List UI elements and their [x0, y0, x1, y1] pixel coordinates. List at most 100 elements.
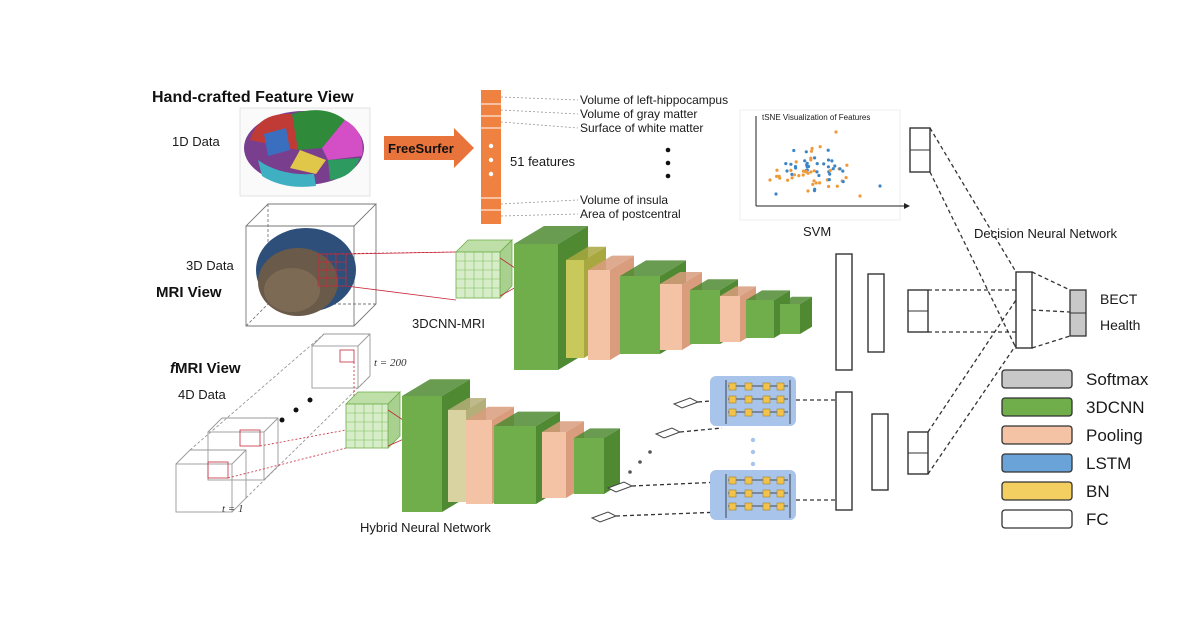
tsne-point [785, 169, 789, 173]
handcrafted-section: Hand-crafted Feature View 1D Data FreeSu… [152, 89, 728, 224]
tsne-point [834, 130, 838, 134]
tsne-point [810, 146, 814, 151]
svm-label: SVM [803, 224, 831, 239]
tsne-point [792, 148, 796, 153]
tsne-point [809, 156, 813, 160]
tsne-point [845, 163, 849, 167]
legend-label: LSTM [1086, 454, 1131, 473]
tsne-point [809, 170, 813, 174]
tsne-point [835, 184, 839, 188]
mri-volume-cube [245, 203, 457, 327]
tsne-point [768, 178, 772, 182]
lstm-block [710, 376, 796, 426]
fc-layers [835, 127, 931, 511]
fc-fmri-1 [835, 391, 853, 511]
tsne-point [774, 192, 778, 196]
tsne-point [818, 145, 822, 149]
fmri-t-end: t = 200 [374, 357, 407, 369]
tsne-point [813, 156, 817, 160]
tsne-plot: tSNE Visualization of Features SVM [739, 109, 910, 239]
legend-item: Softmax [1001, 369, 1149, 389]
tsne-point [803, 159, 807, 163]
freesurfer-label: FreeSurfer [388, 141, 454, 156]
tsne-point [838, 167, 842, 171]
tsne-point [775, 174, 779, 178]
tsne-point [815, 162, 819, 166]
tsne-point [801, 169, 806, 173]
fmri-patch-cube [345, 391, 423, 449]
legend-swatch [1001, 509, 1073, 529]
mri-title: MRI View [156, 284, 222, 301]
handcrafted-title: Hand-crafted Feature View [152, 89, 354, 106]
tsne-point [794, 166, 798, 170]
legend-label: Softmax [1086, 370, 1149, 389]
tsne-point [806, 189, 810, 193]
handcrafted-data-label: 1D Data [172, 134, 220, 149]
feature-item: Surface of white matter [580, 121, 703, 135]
tsne-point [804, 150, 808, 154]
cnn-layer-conv [780, 296, 812, 334]
tsne-point [827, 184, 831, 189]
tsne-point [812, 189, 817, 193]
tsne-point [828, 172, 832, 176]
tsne-point [817, 173, 821, 178]
brain-parcellation-image [239, 107, 371, 197]
tsne-point [822, 162, 826, 166]
tsne-point [814, 181, 818, 185]
mri-cnn-layers [514, 226, 812, 370]
fmri-section: fMRI View 4D Data [170, 333, 836, 535]
cnn-layer-conv [574, 428, 620, 494]
tsne-point [786, 178, 790, 182]
legend-swatch [1001, 481, 1073, 501]
tsne-point [831, 167, 835, 171]
tsne-point [878, 184, 882, 188]
tsne-point [790, 176, 794, 180]
legend-label: FC [1086, 510, 1109, 529]
mri-network-label: 3DCNN-MRI [412, 316, 485, 331]
tsne-point [775, 168, 779, 172]
legend-swatch [1001, 425, 1073, 445]
tsne-point [827, 178, 831, 182]
tsne-point [818, 181, 822, 185]
legend-swatch [1001, 453, 1073, 473]
legend-item: 3DCNN [1001, 397, 1145, 417]
tsne-point [797, 174, 801, 178]
legend-label: Pooling [1086, 426, 1143, 445]
tsne-point [826, 148, 830, 152]
tsne-point [811, 182, 815, 186]
tsne-point [858, 194, 862, 198]
freesurfer-arrow: FreeSurfer [384, 128, 474, 168]
fmri-time-cubes: t = 200 t = 1 [175, 333, 407, 515]
decision-title: Decision Neural Network [974, 226, 1118, 241]
fc-mri-2 [867, 273, 885, 353]
legend-item: BN [1001, 481, 1110, 501]
lstm-blocks [710, 376, 836, 520]
fc-fmri-2 [871, 413, 889, 491]
tsne-point [789, 168, 793, 172]
tsne-point [778, 176, 782, 180]
feature-item: Volume of gray matter [580, 107, 697, 121]
mri-section: 3D Data MRI View [156, 203, 812, 370]
fmri-t-start: t = 1 [222, 503, 243, 515]
tsne-point [833, 164, 837, 168]
tsne-point [809, 149, 814, 153]
tsne-point [792, 173, 797, 177]
tsne-points [768, 130, 882, 198]
tsne-point [815, 170, 819, 174]
tsne-point [812, 179, 816, 183]
tsne-point [828, 168, 832, 173]
fmri-network-label: Hybrid Neural Network [360, 520, 491, 535]
fmri-data-label: 4D Data [178, 387, 226, 402]
legend-item: LSTM [1001, 453, 1131, 473]
tsne-point [804, 169, 808, 174]
feature-vector: 51 features [481, 90, 579, 224]
tsne-point [801, 173, 805, 177]
tsne-point [841, 180, 845, 184]
output-bect: BECT [1100, 291, 1138, 307]
fc-mri-1 [835, 253, 853, 371]
legend-label: 3DCNN [1086, 398, 1145, 417]
legend-item: FC [1001, 509, 1109, 529]
tsne-point [830, 159, 834, 163]
